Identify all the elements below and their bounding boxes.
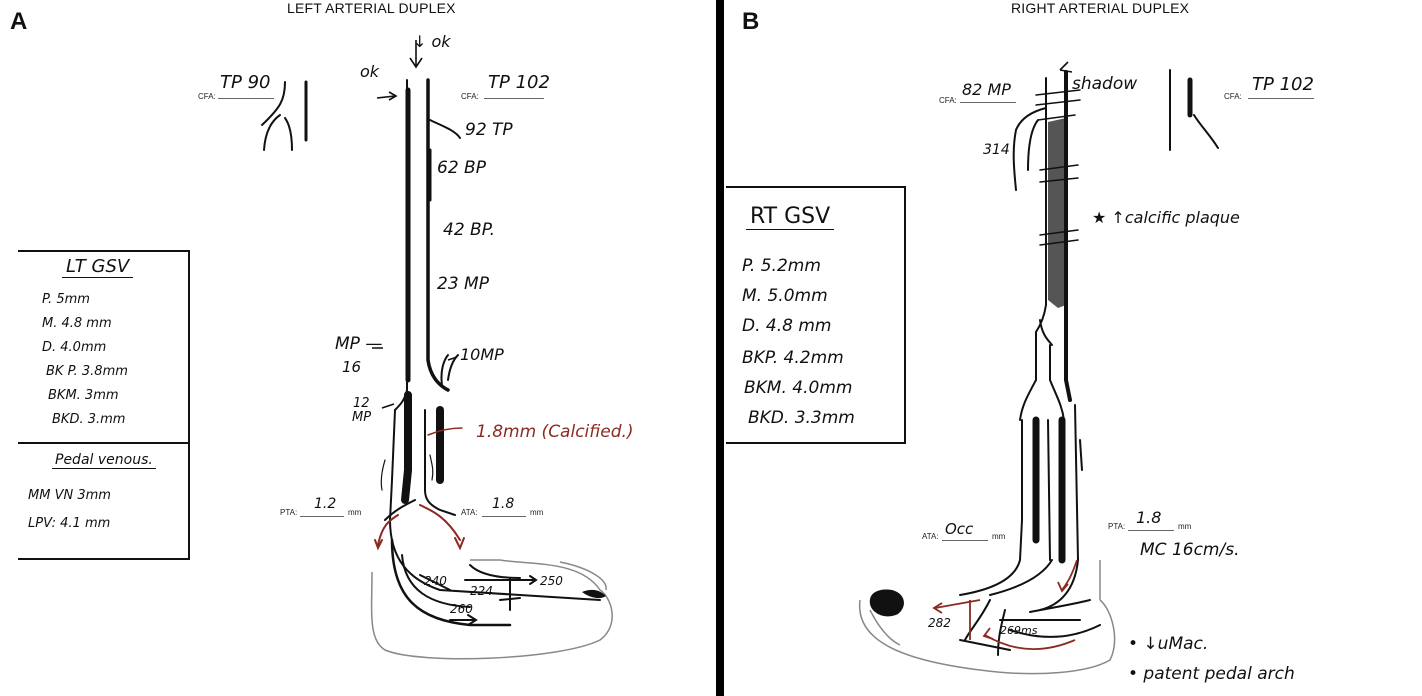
note-patent-pedal-arch: • patent pedal arch	[1128, 664, 1295, 684]
vessel-label-92tp: 92 TP	[465, 120, 513, 140]
panel-b-letter: B	[742, 8, 760, 35]
foot-value-240: 240	[424, 574, 447, 588]
pedal-box-title: Pedal venous.	[52, 452, 156, 469]
gsv-a-item-bkd: BKD. 3.mm	[52, 412, 126, 427]
ata-unit-a: mm	[530, 508, 544, 517]
cfa-left-label: CFA:	[198, 92, 216, 101]
cfa-right-label: CFA:	[461, 92, 479, 101]
mp-label: MP —	[335, 334, 383, 354]
cfa-left-underline	[218, 98, 274, 99]
cfa-left-value-b: 82 MP	[962, 80, 1011, 99]
ata-label-a: ATA:	[461, 508, 478, 517]
gsv-b-item-bkp: BKP. 4.2mm	[742, 348, 844, 368]
gsv-a-item-p: P. 5mm	[42, 292, 90, 307]
ata-underline-b	[942, 540, 988, 541]
gsv-b-item-d: D. 4.8 mm	[742, 316, 832, 336]
foot-value-250: 250	[540, 574, 563, 588]
ata-underline-a	[482, 516, 526, 517]
cfa-right-underline	[484, 98, 544, 99]
gsv-a-item-d: D. 4.0mm	[42, 340, 107, 355]
mp12-label: MP	[352, 410, 372, 425]
gsv-box-b-title: RT GSV	[746, 204, 835, 230]
ata-value-a: 1.8	[492, 496, 515, 512]
pta-value-b: 1.8	[1136, 508, 1162, 527]
ata-unit-b: mm	[992, 532, 1006, 541]
pta-label-a: PTA:	[280, 508, 298, 517]
pta-underline-a	[300, 516, 344, 517]
panel-a-diagram	[261, 40, 613, 660]
gsv-box-b-bottom	[726, 442, 906, 444]
ata-label-b: ATA:	[922, 532, 939, 541]
pedal-item-lpv: LPV: 4.1 mm	[28, 516, 111, 531]
gsv-box-a-bottom	[18, 558, 190, 560]
foot-value-224: 224	[470, 584, 493, 598]
panel-divider	[716, 0, 724, 696]
gsv-a-item-bkp: BK P. 3.8mm	[46, 364, 128, 379]
cfa-right-underline-b	[1248, 98, 1314, 99]
vessel-label-42bp: 42 BP.	[443, 220, 496, 240]
gsv-box-b-top	[726, 186, 906, 188]
note-umac: • ↓uMac.	[1128, 634, 1209, 654]
pta-underline-b	[1128, 530, 1174, 531]
calcified-note: 1.8mm (Calcified.)	[476, 422, 634, 442]
gsv-b-item-bkm: BKM. 4.0mm	[744, 378, 853, 398]
foot-value-282: 282	[928, 616, 951, 630]
gsv-b-item-bkd: BKD. 3.3mm	[748, 408, 855, 428]
gsv-box-a-title: LT GSV	[62, 256, 134, 278]
foot-value-260: 260	[450, 602, 473, 616]
gsv-box-b-right	[904, 186, 906, 444]
gsv-a-item-bkm: BKM. 3mm	[48, 388, 119, 403]
pta-label-b: PTA:	[1108, 522, 1126, 531]
cfa-right-label-b: CFA:	[1224, 92, 1242, 101]
pta-value-a: 1.2	[314, 496, 337, 512]
panel-b-title: RIGHT ARTERIAL DUPLEX	[1011, 0, 1190, 16]
ata-value-b: Occ	[945, 520, 974, 538]
gsv-box-a-top	[18, 250, 190, 252]
cfa-right-value-b: TP 102	[1252, 74, 1314, 95]
panel-a-letter: A	[10, 8, 28, 35]
mp12-number: 12	[353, 396, 370, 411]
pedal-item-mm: MM VN 3mm	[28, 488, 111, 503]
vessel-label-62bp: 62 BP	[437, 158, 486, 178]
ok-left-label: ok	[360, 62, 380, 81]
cfa-left-value: TP 90	[220, 72, 271, 93]
vessel-label-23mp: 23 MP	[437, 274, 489, 294]
gsv-b-item-m: M. 5.0mm	[742, 286, 828, 306]
gsv-box-a-right	[188, 250, 190, 560]
side-number-314: 314	[983, 142, 1010, 158]
panel-a-title: LEFT ARTERIAL DUPLEX	[287, 0, 456, 16]
cfa-left-label-b: CFA:	[939, 96, 957, 105]
cfa-right-value: TP 102	[488, 72, 550, 93]
gsv-b-item-p: P. 5.2mm	[742, 256, 821, 276]
mc-note: MC 16cm/s.	[1140, 540, 1240, 560]
mp-number: 16	[342, 358, 362, 376]
plaque-note: ★ ↑calcific plaque	[1092, 208, 1240, 227]
cfa-left-underline-b	[960, 102, 1016, 103]
pta-unit-a: mm	[348, 508, 362, 517]
ok-top-label: ↓ ok	[413, 32, 451, 51]
foot-value-269ms: 269ms	[1000, 624, 1038, 637]
gsv-a-item-m: M. 4.8 mm	[42, 316, 112, 331]
pta-unit-b: mm	[1178, 522, 1192, 531]
shadow-note: shadow	[1072, 74, 1138, 94]
vessel-label-10mp: 10MP	[460, 345, 504, 364]
gsv-box-a-mid	[18, 442, 190, 444]
